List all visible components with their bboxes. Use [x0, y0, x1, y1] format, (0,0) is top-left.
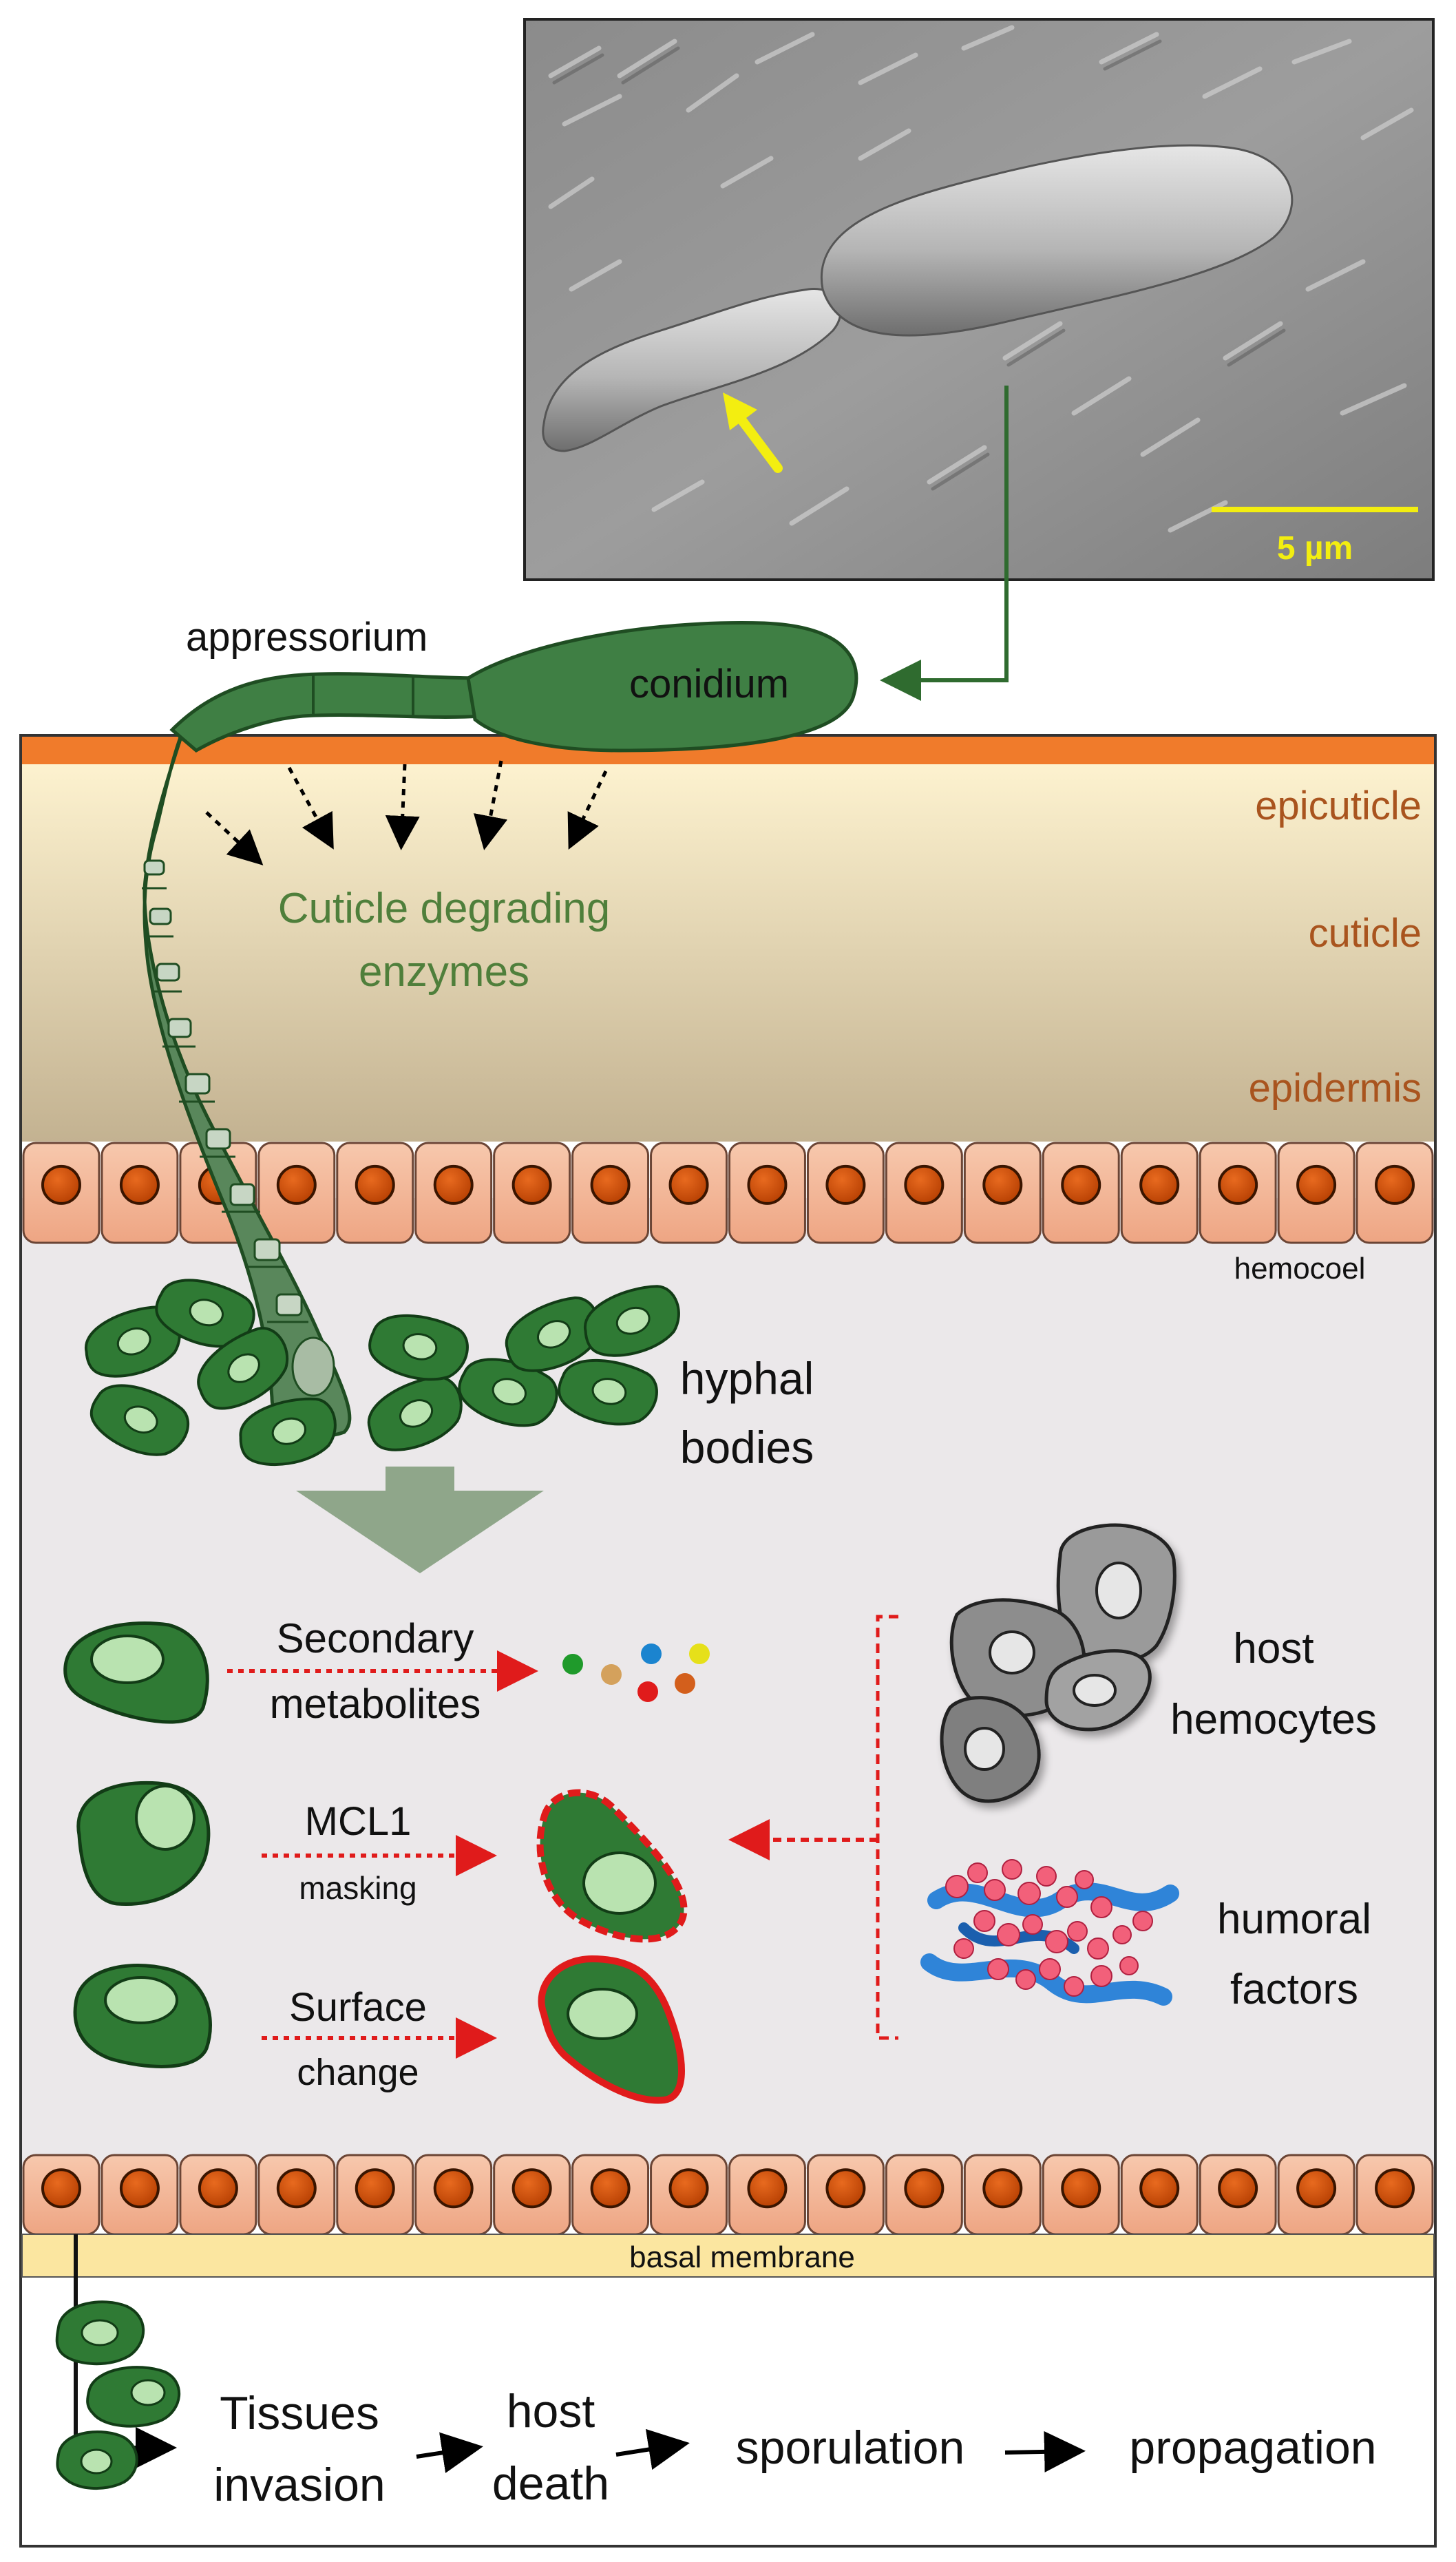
cell-nucleus	[1218, 1164, 1258, 1205]
cell-nucleus	[668, 2168, 709, 2209]
basal-membrane-label: basal membrane	[629, 2240, 855, 2274]
sporulation-label: sporulation	[736, 2422, 965, 2474]
cell-nucleus	[904, 2168, 945, 2209]
cell-nucleus	[825, 1164, 866, 1205]
epicuticle-label: epicuticle	[1255, 784, 1422, 828]
hyphal-body	[239, 1397, 337, 1467]
cell-nucleus	[355, 1164, 395, 1205]
humoral-factors-label-line2: factors	[1230, 1966, 1358, 2013]
cell-nucleus	[1139, 2168, 1180, 2209]
hyphal-body	[368, 1314, 469, 1381]
basal-membrane-band	[21, 2234, 1435, 2278]
cell-nucleus	[1218, 2168, 1258, 2209]
cell-nucleus	[1296, 1164, 1337, 1205]
cell-nucleus	[1375, 1164, 1415, 1205]
humoral-factors-icon	[920, 1859, 1179, 2006]
cuticle-label: cuticle	[1309, 911, 1422, 956]
mcl1-masking-label-line1: MCL1	[305, 1799, 412, 1844]
epidermis-cells-bottom	[22, 2154, 1434, 2236]
enzyme-release-arrows	[205, 760, 608, 865]
tissue-invasion-fungus	[55, 2234, 181, 2490]
hyphal-bodies-label-line2: bodies	[680, 1422, 814, 1473]
surface-change-label-line1: Surface	[289, 1985, 427, 2030]
enzymes-label-line1: Cuticle degrading	[278, 885, 611, 932]
cell-nucleus	[668, 1164, 709, 1205]
cell-nucleus	[1296, 2168, 1337, 2209]
hyphal-body	[367, 1376, 463, 1451]
cell-nucleus	[1061, 1164, 1101, 1205]
mcl1-masking-label-line2: masking	[299, 1870, 416, 1906]
enzymes-label-line2: enzymes	[359, 948, 529, 996]
hyphal-body	[89, 1384, 190, 1456]
humoral-factors-label-line1: humoral	[1217, 1896, 1371, 1943]
appressorium-label: appressorium	[186, 615, 428, 660]
cell-nucleus	[198, 2168, 238, 2209]
cell-nucleus	[747, 2168, 788, 2209]
metabolite-dots	[562, 1644, 710, 1702]
tissues-invasion-label-line2: invasion	[213, 2459, 386, 2511]
cell-nucleus	[1139, 1164, 1180, 1205]
cell-nucleus	[511, 2168, 552, 2209]
tissues-invasion-label-line1: Tissues	[220, 2387, 379, 2439]
scale-bar-label: 5 µm	[1277, 530, 1353, 567]
cell-nucleus	[1375, 2168, 1415, 2209]
cell-nucleus	[825, 2168, 866, 2209]
host-death-label-line1: host	[507, 2385, 595, 2437]
propagation-label: propagation	[1129, 2422, 1376, 2474]
conidium-label: conidium	[629, 662, 789, 706]
hyphal-bodies-cluster	[85, 1279, 680, 1467]
cell-nucleus	[590, 2168, 631, 2209]
cell-nucleus	[276, 2168, 317, 2209]
cell-nucleus	[511, 1164, 552, 1205]
cell-nucleus	[433, 2168, 474, 2209]
cell-nucleus	[276, 1164, 317, 1205]
outcome-flow-arrows	[416, 2428, 1086, 2473]
hyphal-body	[197, 1327, 288, 1410]
secondary-metabolites-label-line2: metabolites	[270, 1681, 481, 1727]
host-immune-bracket	[728, 1615, 898, 2040]
hyphal-body	[155, 1279, 255, 1348]
hemocoel-label: hemocoel	[1234, 1252, 1366, 1285]
hyphal-body	[85, 1305, 181, 1378]
cuticle-layer	[22, 764, 1434, 1142]
hyphal-body	[558, 1358, 658, 1426]
hyphal-body	[505, 1296, 600, 1372]
hyphal-bodies-label-line1: hyphal	[680, 1353, 814, 1404]
cell-nucleus	[747, 1164, 788, 1205]
cell-nucleus	[433, 1164, 474, 1205]
cell-nucleus	[355, 2168, 395, 2209]
host-hemocytes-icon	[940, 1523, 1177, 1803]
host-hemocytes-label-line2: hemocytes	[1170, 1696, 1377, 1743]
host-hemocytes-label-line1: host	[1233, 1625, 1313, 1672]
cell-nucleus	[982, 2168, 1023, 2209]
secondary-metabolites-label-line1: Secondary	[277, 1615, 474, 1661]
epidermis-label: epidermis	[1249, 1066, 1422, 1111]
micrograph-connector-arrow	[880, 386, 1009, 701]
surface-change-label-line2: change	[297, 2052, 419, 2093]
cell-nucleus	[41, 1164, 81, 1205]
host-death-label-line2: death	[492, 2457, 609, 2510]
evasion-mechanisms	[63, 1621, 710, 2104]
process-down-arrow	[296, 1467, 544, 1573]
cell-nucleus	[982, 1164, 1023, 1205]
fungus-conidium-hypha	[142, 621, 858, 1438]
cell-nucleus	[41, 2168, 81, 2209]
epidermis-cells-top	[22, 1142, 1434, 1244]
cell-nucleus	[590, 1164, 631, 1205]
cell-nucleus	[904, 1164, 945, 1205]
cell-nucleus	[119, 2168, 160, 2209]
hyphal-body	[458, 1358, 558, 1427]
cell-nucleus	[119, 1164, 160, 1205]
sem-micrograph: 5 µm	[523, 18, 1435, 581]
cell-nucleus	[1061, 2168, 1101, 2209]
hyphal-body	[584, 1285, 680, 1357]
